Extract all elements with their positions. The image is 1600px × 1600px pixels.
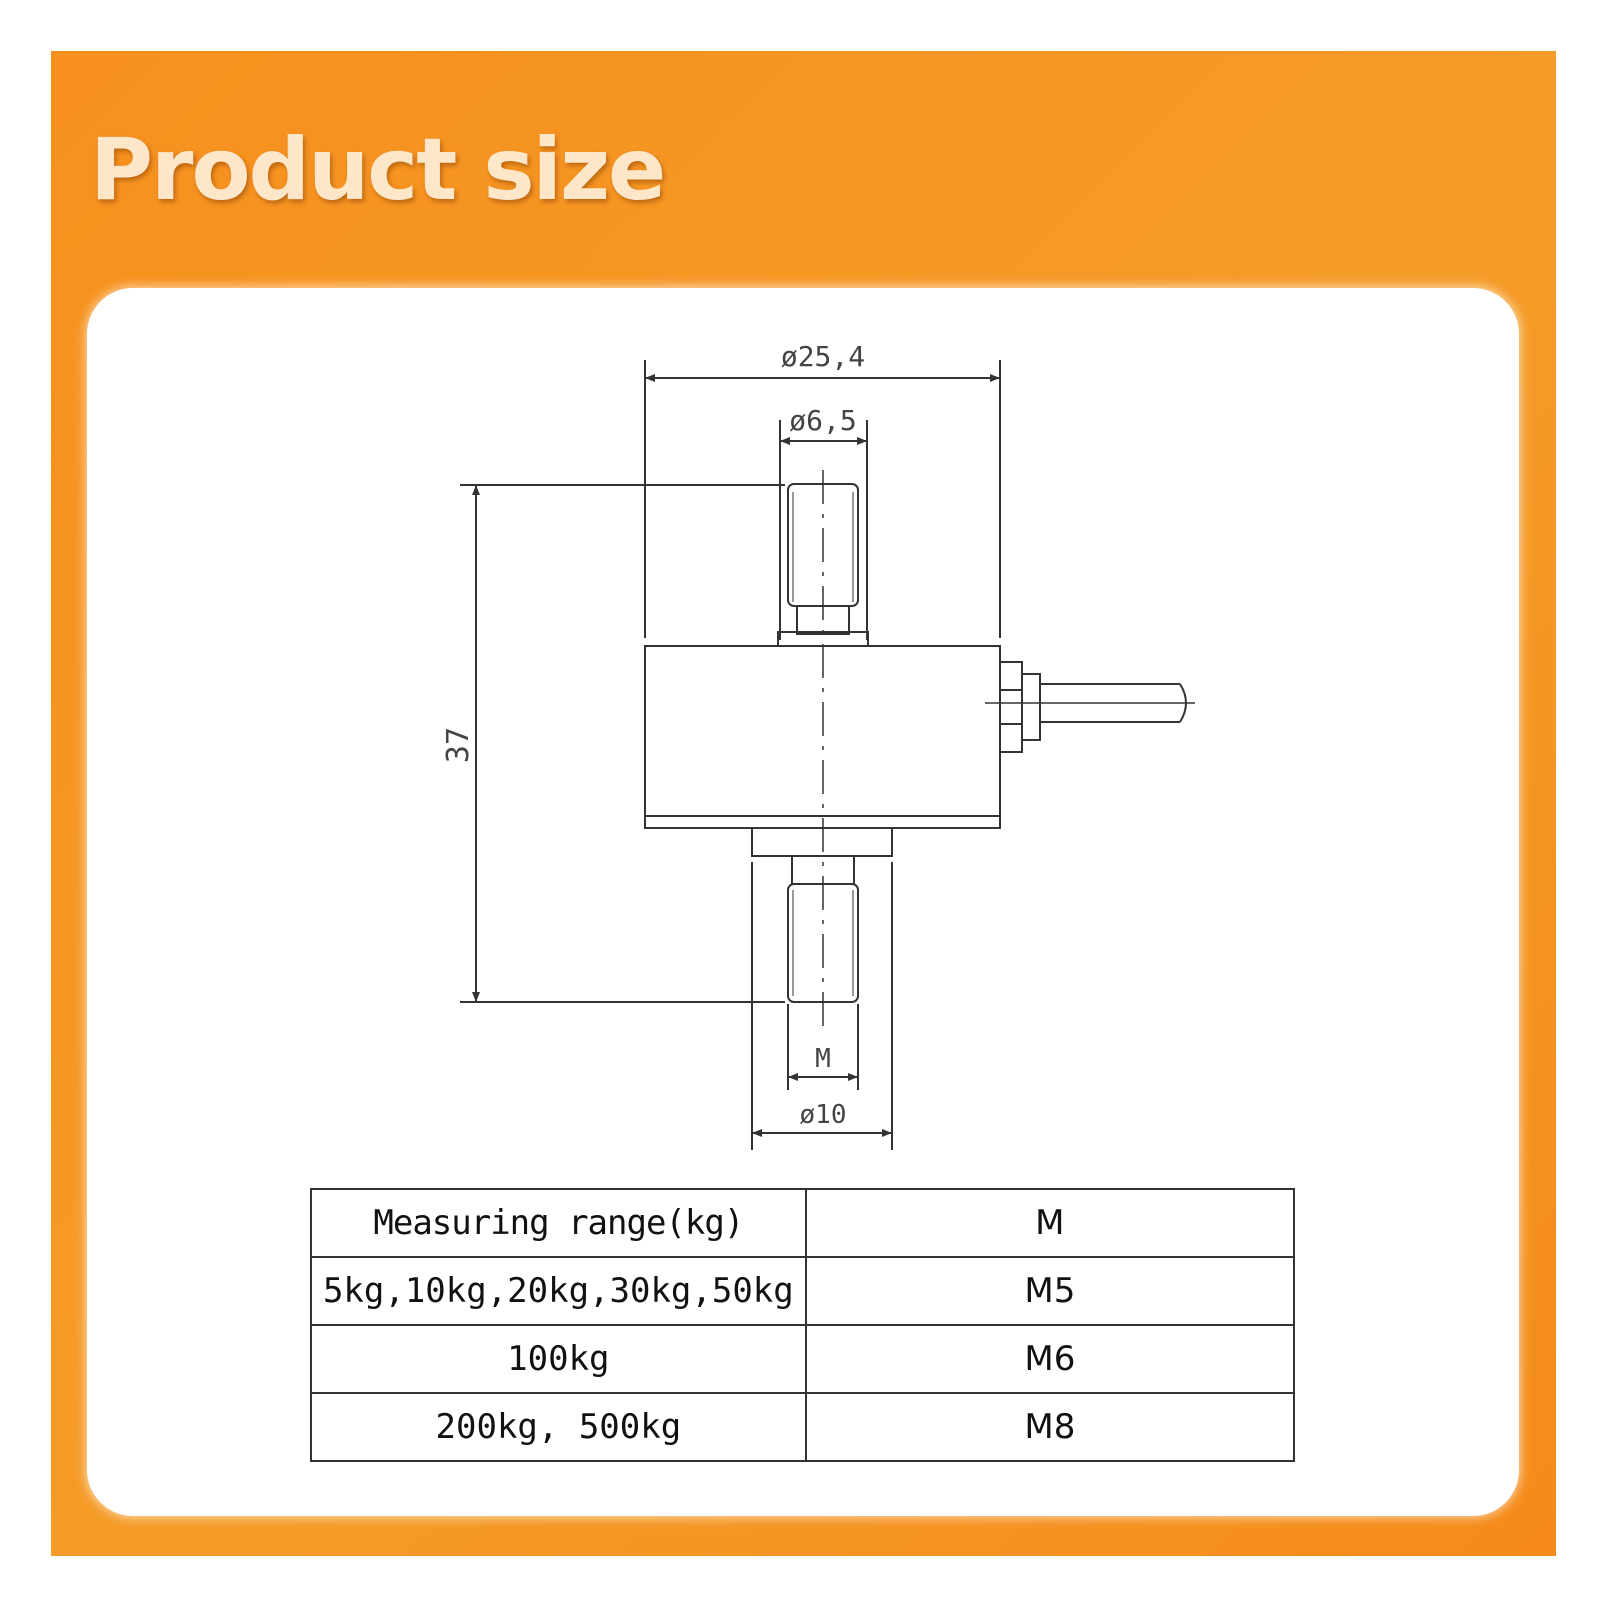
spec-table: Measuring range(kg) M 5kg,10kg,20kg,30kg… (310, 1188, 1296, 1462)
table-row: 100kg M6 (310, 1324, 1296, 1394)
label-outer-diameter: ø25,4 (781, 340, 865, 373)
cable-gland (1021, 673, 1041, 741)
table-row: 200kg, 500kg M8 (310, 1392, 1296, 1462)
header-thread: M (804, 1188, 1296, 1258)
label-thread: M (815, 1044, 831, 1074)
cell-range: 100kg (310, 1324, 807, 1394)
cell-thread: M5 (804, 1256, 1296, 1326)
bottom-stud-collar (751, 827, 893, 857)
cell-range: 200kg, 500kg (310, 1392, 807, 1462)
table-row: 5kg,10kg,20kg,30kg,50kg M5 (310, 1256, 1296, 1326)
cell-thread: M6 (804, 1324, 1296, 1394)
cable-gland-nut (999, 661, 1023, 753)
label-bottom-diameter: ø10 (800, 1100, 847, 1130)
label-stud-diameter: ø6,5 (789, 404, 856, 437)
header-measuring-range: Measuring range(kg) (310, 1188, 807, 1258)
label-height: 37 (441, 727, 476, 763)
cell-thread: M8 (804, 1392, 1296, 1462)
table-header-row: Measuring range(kg) M (310, 1188, 1296, 1258)
cell-range: 5kg,10kg,20kg,30kg,50kg (310, 1256, 807, 1326)
page-title: Product size (90, 120, 666, 220)
